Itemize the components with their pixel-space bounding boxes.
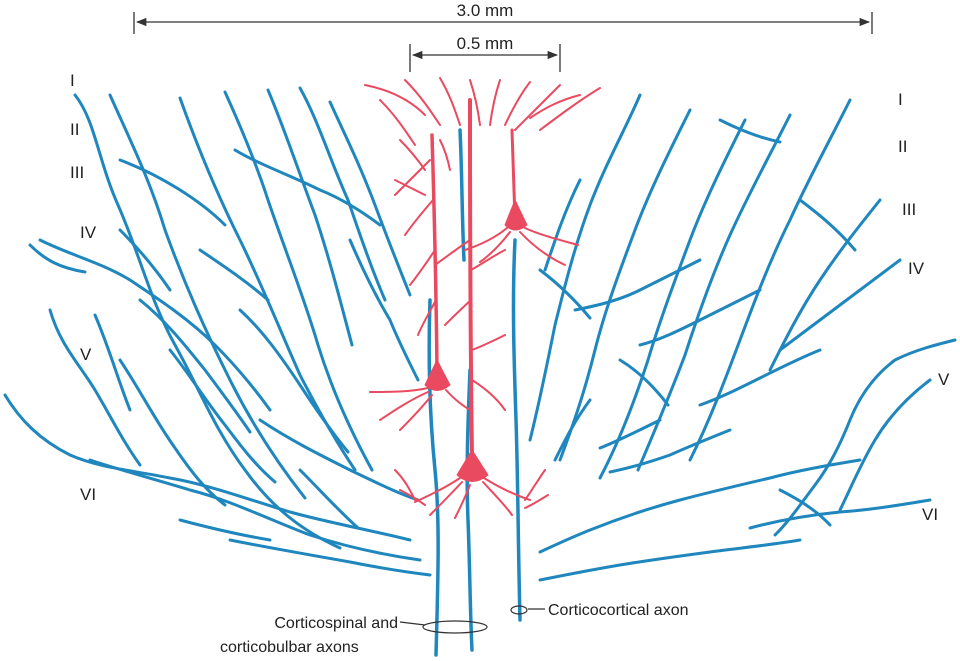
layer-labels-left: I II III IV V VI <box>70 71 97 504</box>
layer-label-right-5: V <box>938 370 950 389</box>
layer-label-left-2: II <box>70 120 79 139</box>
pyramidal-neurons <box>364 77 601 519</box>
scale-label-small: 0.5 mm <box>457 34 514 53</box>
scale-label-large: 3.0 mm <box>457 1 514 20</box>
layer-label-right-4: IV <box>908 259 925 278</box>
caption-corticocortical-text: Corticocortical axon <box>548 602 689 619</box>
layer-label-right-2: II <box>898 137 907 156</box>
layer-label-right-6: VI <box>922 505 938 524</box>
caption-corticocortical: Corticocortical axon <box>510 602 689 619</box>
scale-bar-3mm: 3.0 mm <box>133 1 873 34</box>
bracket-ellipse-left <box>422 620 488 634</box>
layer-label-left-4: IV <box>80 223 97 242</box>
pyramidal-neuron-center <box>414 98 531 519</box>
pyramidal-neuron-left <box>369 133 471 431</box>
corticospinal-axon-1 <box>427 298 440 657</box>
corticocortical-axon <box>511 238 522 622</box>
scale-bar-0.5mm: 0.5 mm <box>409 34 561 72</box>
descending-axons <box>427 128 522 657</box>
layer-label-right-1: I <box>898 90 903 109</box>
bracket-ellipse-right <box>510 605 528 615</box>
layer-label-right-3: III <box>902 200 916 219</box>
corticospinal-axon-2 <box>465 368 474 652</box>
layer-label-left-3: III <box>70 163 84 182</box>
caption-corticospinal: Corticospinal and corticobulbar axons <box>220 615 488 656</box>
layer-label-left-1: I <box>70 71 75 90</box>
layer-label-left-5: V <box>80 345 92 364</box>
layer-label-left-6: VI <box>80 485 96 504</box>
layer-labels-right: I II III IV V VI <box>898 90 950 524</box>
caption-corticospinal-line2: corticobulbar axons <box>220 639 359 656</box>
caption-corticospinal-line1: Corticospinal and <box>274 615 398 632</box>
pyramidal-neuron-upper <box>464 128 579 266</box>
afferent-fibers <box>3 86 957 582</box>
